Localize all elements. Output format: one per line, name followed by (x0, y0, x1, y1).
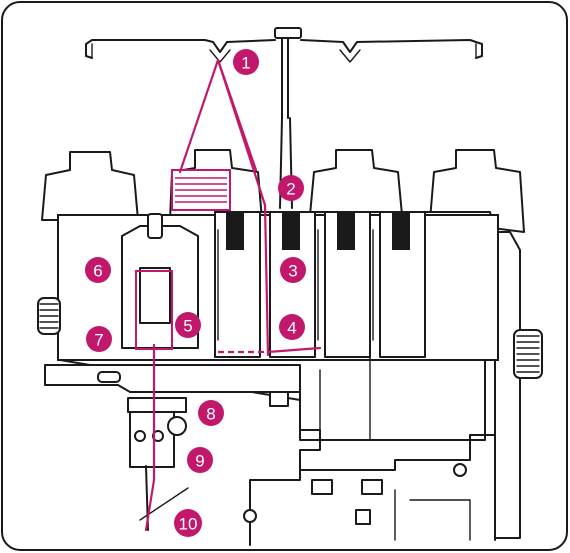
tension-dials (214, 211, 426, 358)
thread-path (135, 58, 322, 532)
step-badge-10: 10 (174, 509, 202, 537)
machine-body (37, 211, 543, 546)
step-label: 7 (94, 331, 103, 350)
step-label: 10 (179, 515, 198, 534)
step-label: 2 (286, 180, 295, 199)
step-label: 8 (206, 405, 215, 424)
step-badge-1: 1 (233, 49, 259, 75)
step-badge-2: 2 (278, 175, 304, 201)
step-label: 5 (183, 317, 192, 336)
step-badge-4: 4 (279, 314, 305, 340)
step-badge-5: 5 (175, 312, 201, 338)
step-label: 4 (287, 319, 296, 338)
step-label: 1 (241, 54, 250, 73)
step-label: 9 (195, 452, 204, 471)
step-label: 6 (93, 262, 102, 281)
step-badges: 1 2 3 4 5 6 7 8 9 10 (85, 49, 306, 537)
step-label: 3 (288, 262, 297, 281)
step-badge-9: 9 (187, 447, 213, 473)
step-badge-6: 6 (85, 257, 111, 283)
step-badge-7: 7 (86, 326, 112, 352)
step-badge-3: 3 (280, 257, 306, 283)
step-badge-8: 8 (198, 400, 224, 426)
